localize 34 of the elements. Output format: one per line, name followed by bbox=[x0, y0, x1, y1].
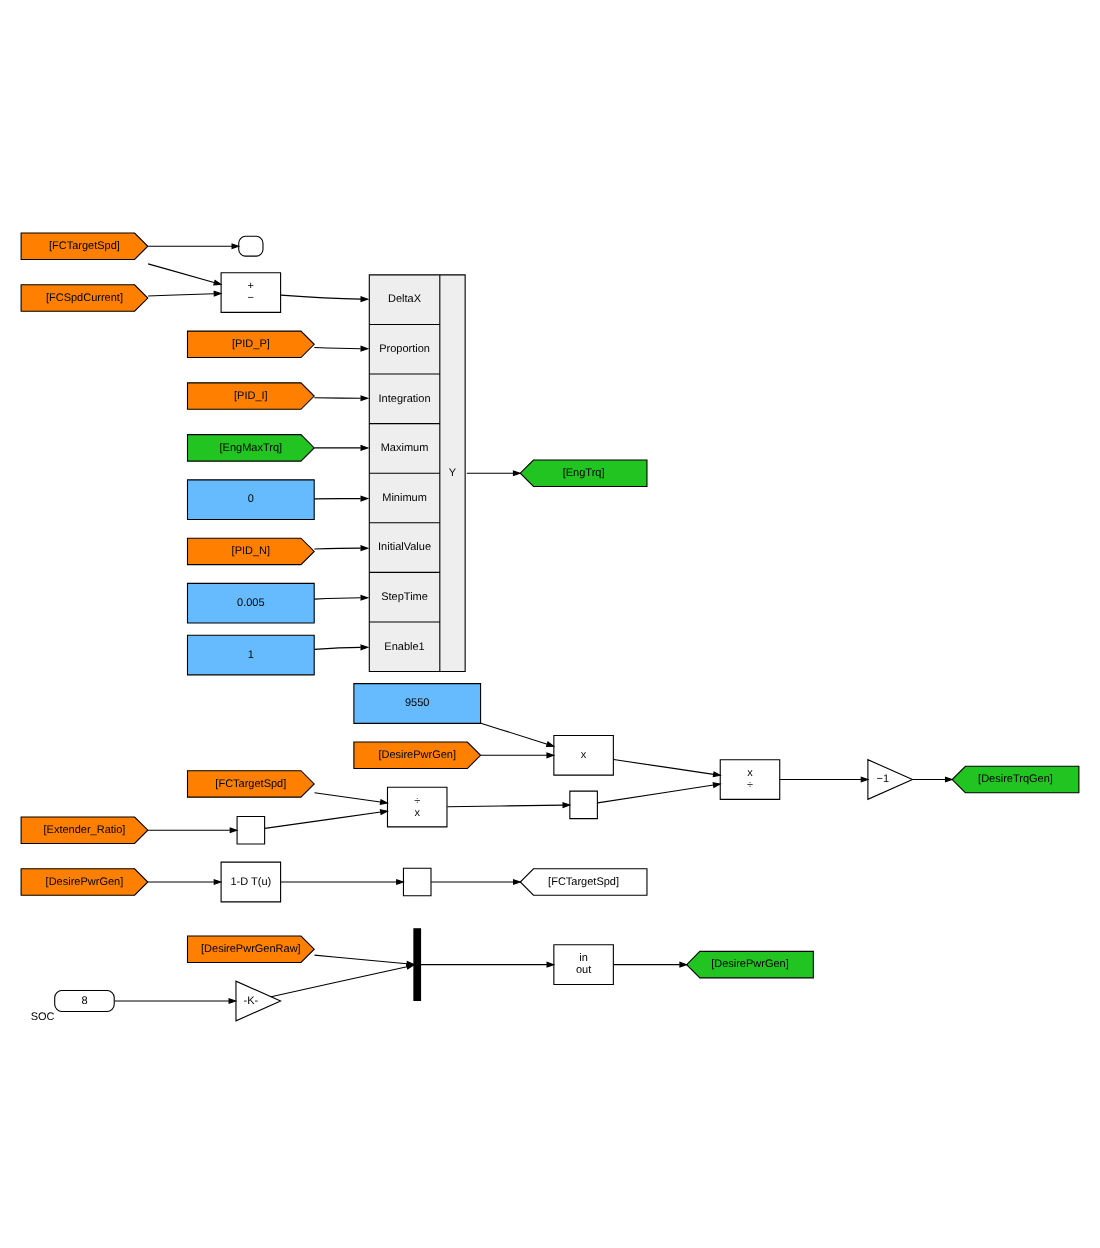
arrow bbox=[147, 289, 223, 296]
arrow bbox=[270, 962, 416, 997]
arrow bbox=[147, 826, 239, 833]
node-box bbox=[238, 234, 264, 256]
arrow bbox=[597, 781, 722, 803]
arrow bbox=[430, 877, 522, 885]
arrow bbox=[446, 801, 572, 808]
arrow bbox=[147, 242, 241, 249]
arrow bbox=[779, 775, 870, 782]
node-box bbox=[569, 789, 598, 819]
arrow bbox=[114, 996, 238, 1004]
arrow bbox=[313, 494, 370, 501]
arrow bbox=[613, 758, 722, 777]
arrow bbox=[313, 443, 370, 450]
arrow bbox=[313, 544, 370, 551]
arrow bbox=[313, 643, 370, 650]
node-box bbox=[236, 814, 266, 844]
arrow bbox=[911, 775, 954, 782]
arrow bbox=[280, 877, 405, 885]
node-box bbox=[402, 866, 432, 896]
arrow bbox=[466, 469, 522, 476]
arrow bbox=[613, 960, 689, 967]
arrow bbox=[313, 791, 389, 805]
arrow bbox=[147, 262, 223, 285]
arrow bbox=[264, 808, 389, 828]
arrow bbox=[480, 721, 556, 746]
arrow bbox=[313, 394, 370, 401]
arrow bbox=[313, 344, 370, 351]
arrow bbox=[420, 960, 556, 967]
arrow bbox=[480, 751, 556, 758]
arrow bbox=[280, 293, 370, 302]
node-bar bbox=[413, 927, 422, 1000]
arrow bbox=[147, 877, 223, 885]
arrow bbox=[313, 593, 370, 600]
